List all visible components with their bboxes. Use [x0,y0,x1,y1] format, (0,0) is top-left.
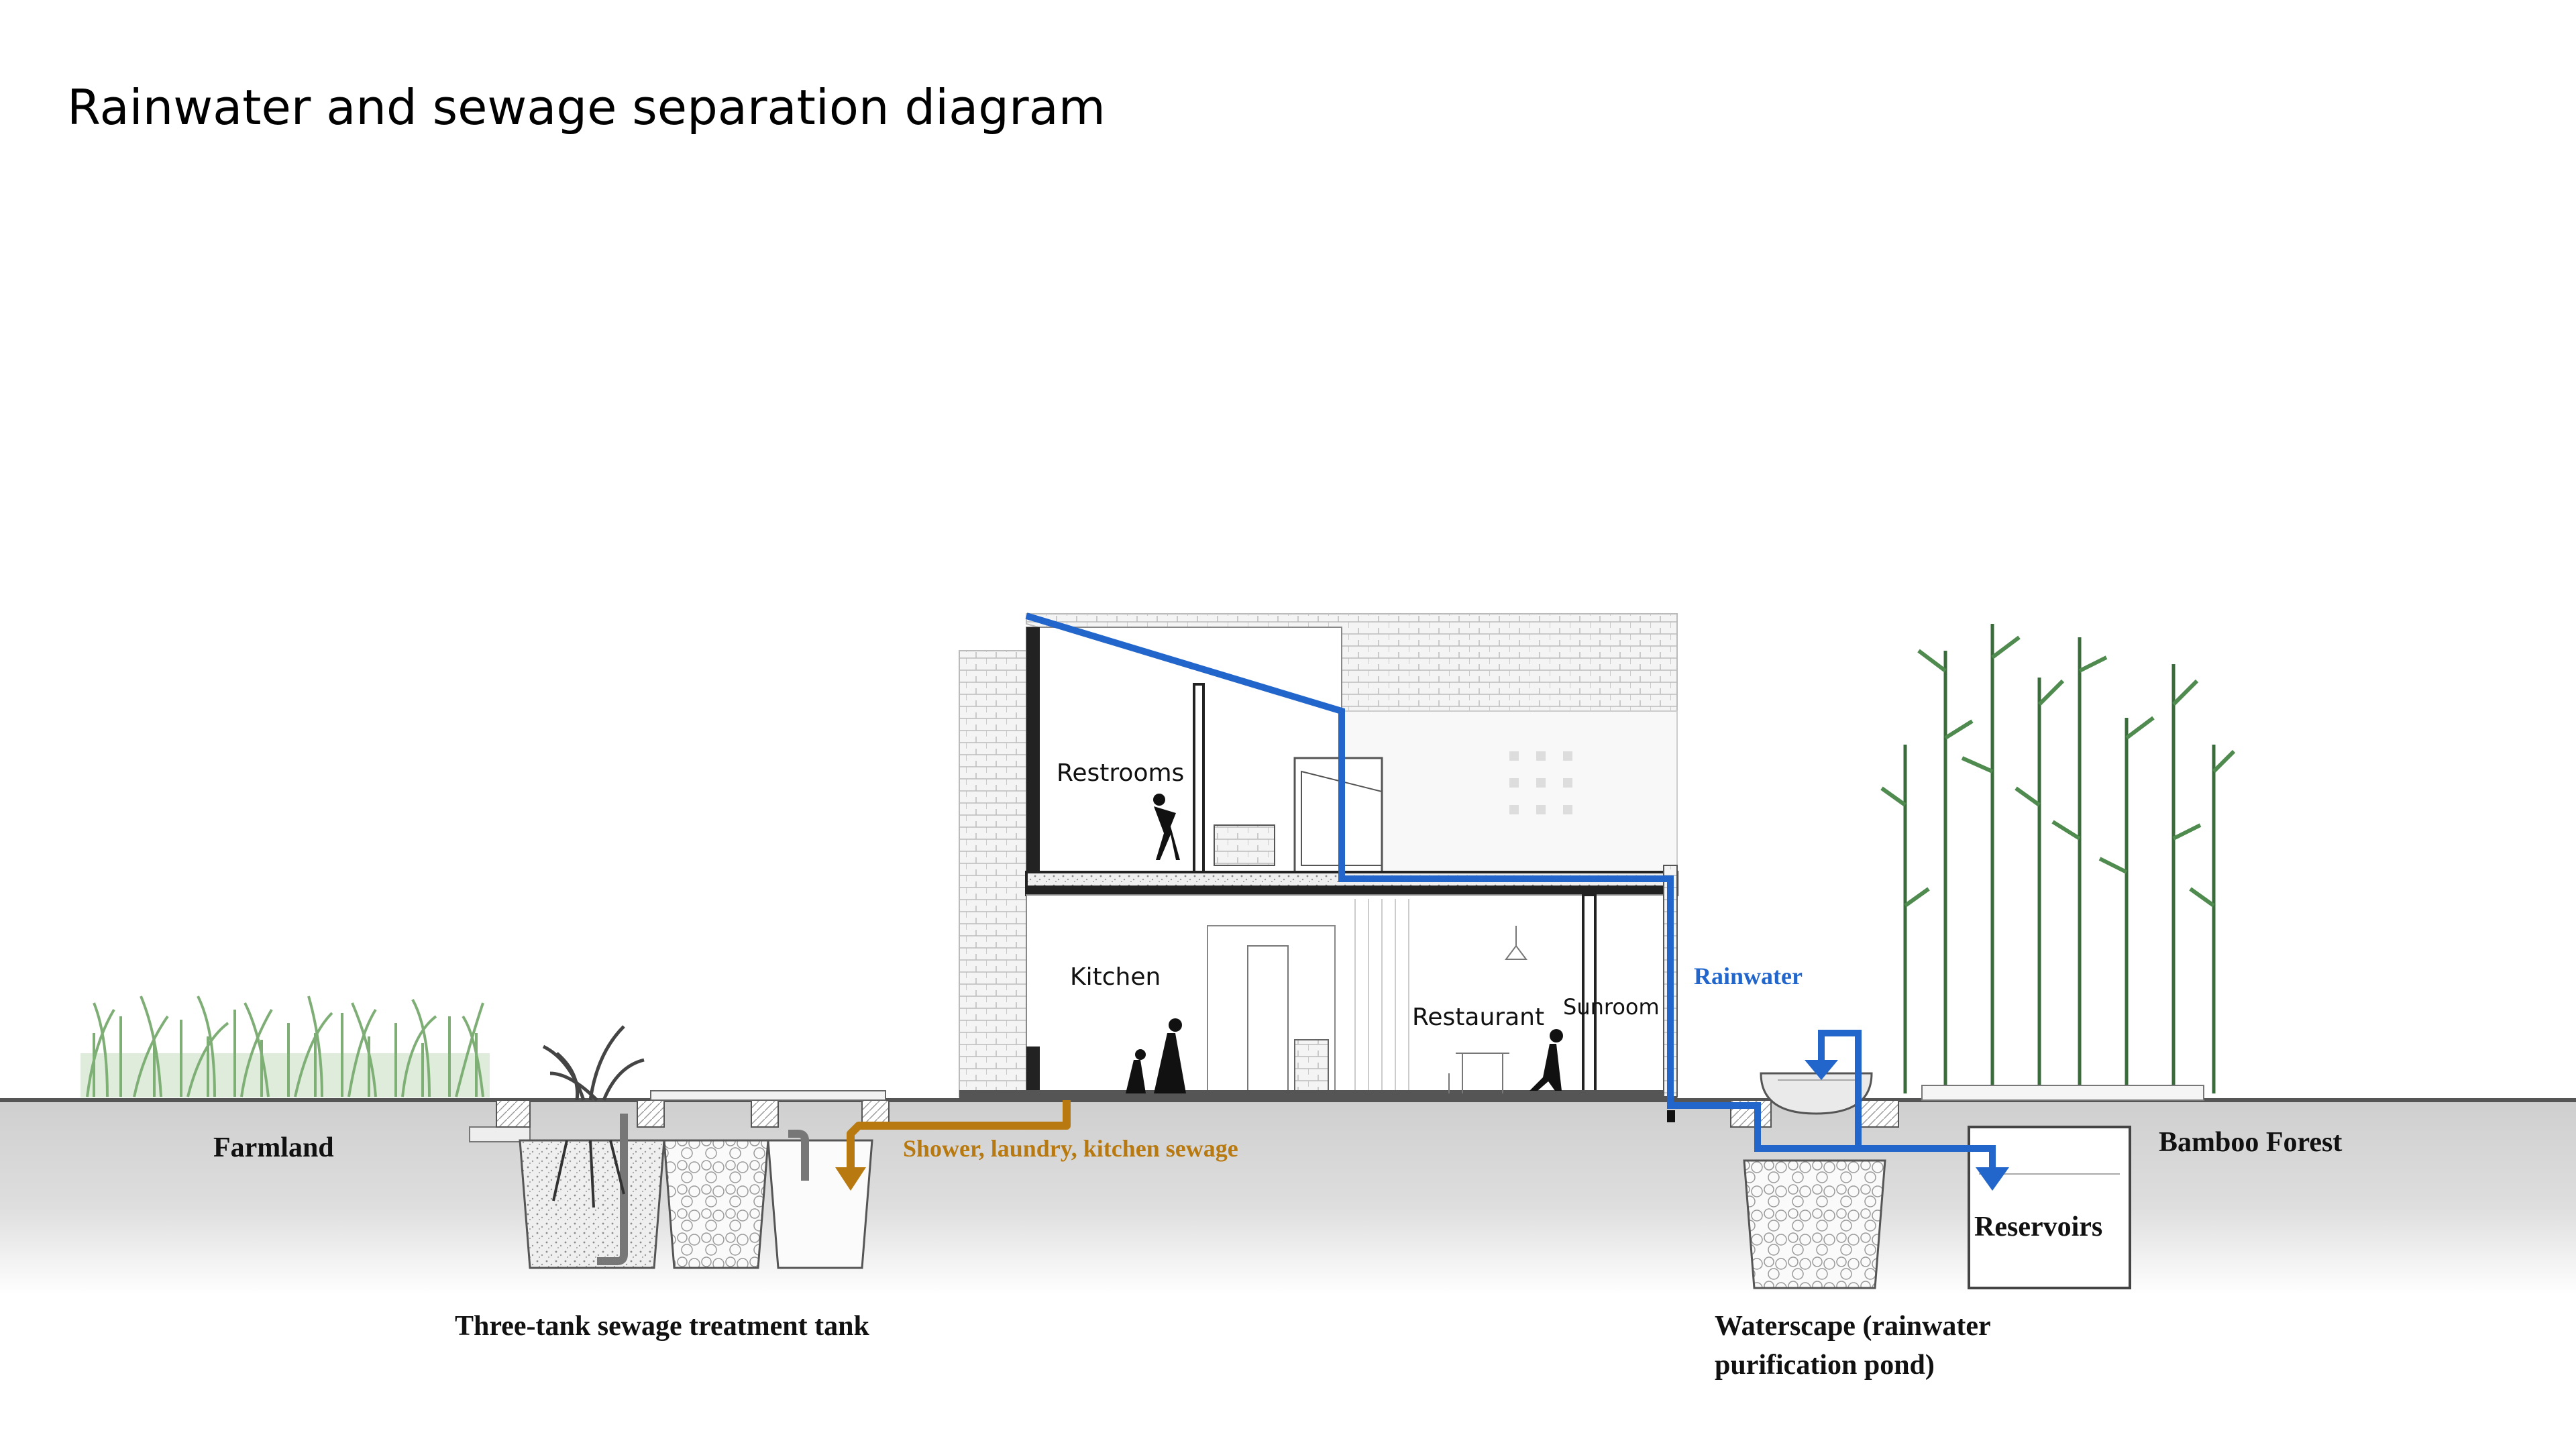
rainwater-arrow-pond [1805,1060,1838,1080]
label-reservoirs: Reservoirs [1974,1212,2102,1242]
label-restaurant: Restaurant [1412,1004,1544,1031]
label-restrooms: Restrooms [1057,759,1184,787]
label-waterscape-line1: Waterscape (rainwater [1715,1311,1991,1342]
rainwater-pipe-pond [1818,1030,1862,1148]
page-title: Rainwater and sewage separation diagram [67,79,1106,136]
label-farmland: Farmland [213,1132,334,1163]
farmland-grass [86,996,484,1097]
ground [0,1100,2576,1295]
label-bamboo-forest: Bamboo Forest [2159,1127,2342,1158]
planter-bed [1921,1085,2204,1101]
bamboo-forest [1880,624,2236,1093]
building-section [959,613,1678,1098]
waterscape-pond [1730,1072,1899,1289]
rainwater-arrow-reservoir [1976,1167,2009,1191]
three-tank-structure [469,1025,890,1269]
grass-base [80,1053,490,1097]
label-rainwater: Rainwater [1694,963,1803,989]
label-waterscape-line2: purification pond) [1715,1350,1935,1381]
sewage-pipe [847,1100,1071,1171]
label-three-tank: Three-tank sewage treatment tank [455,1311,870,1342]
rainwater-pipe [1025,612,1996,1171]
label-kitchen: Kitchen [1070,963,1161,991]
downpipe-cap [1667,1110,1675,1122]
label-sunroom: Sunroom [1563,994,1660,1020]
sewage-arrow [835,1167,866,1191]
label-sewage: Shower, laundry, kitchen sewage [903,1135,1238,1162]
